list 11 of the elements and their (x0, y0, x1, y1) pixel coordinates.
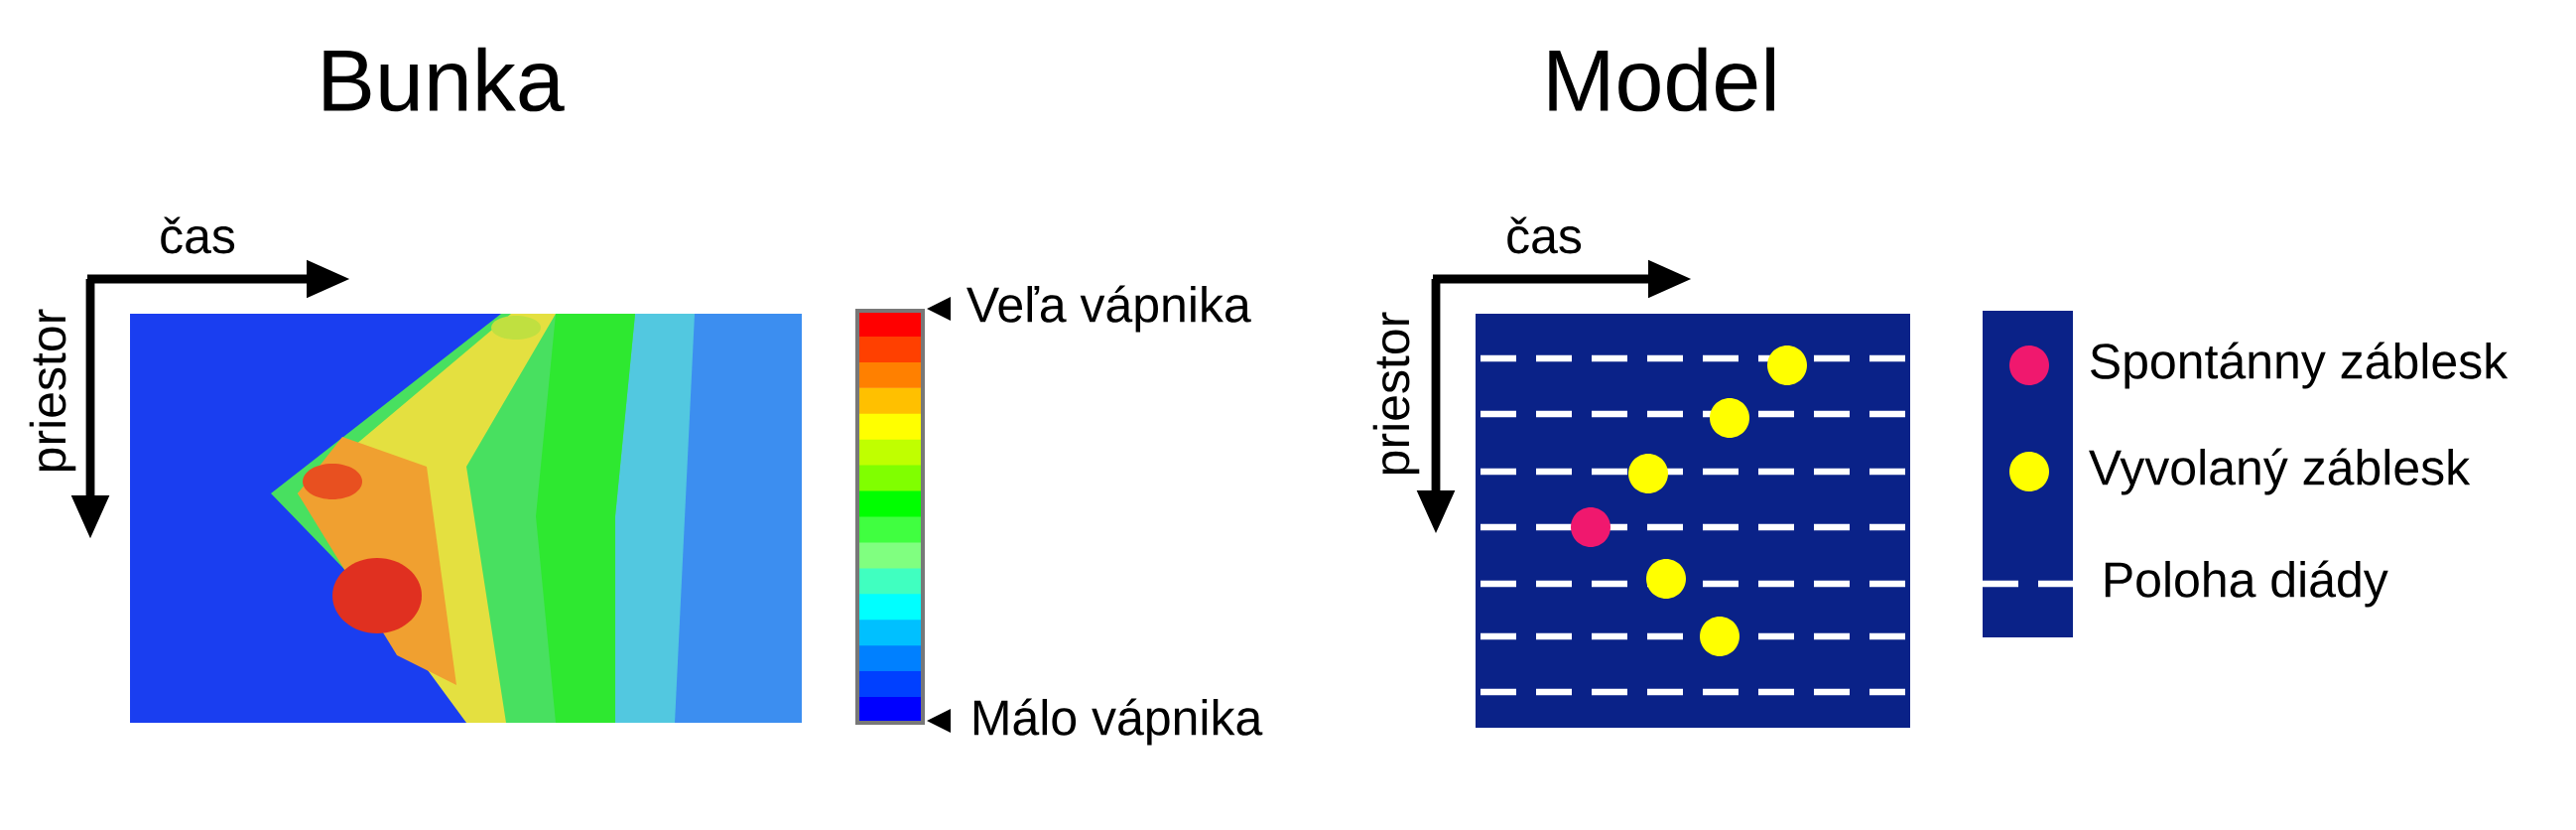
colorbar-label: Málo vápnika (973, 698, 1263, 746)
axis-label: priestor (1372, 312, 1420, 475)
axis-label: čas (161, 216, 235, 254)
axis-label: čas (1507, 216, 1582, 254)
legend-label: Spontánny záblesk (2091, 342, 2509, 389)
title: Bunka (323, 47, 565, 112)
axis-label: priestor (29, 309, 76, 472)
legend-label: Vyvolaný záblesk (2089, 448, 2471, 495)
colorbar-label: Veľa vápnika (966, 285, 1251, 333)
title: Model (1549, 47, 1774, 112)
legend-label: Poloha diády (2105, 560, 2388, 608)
